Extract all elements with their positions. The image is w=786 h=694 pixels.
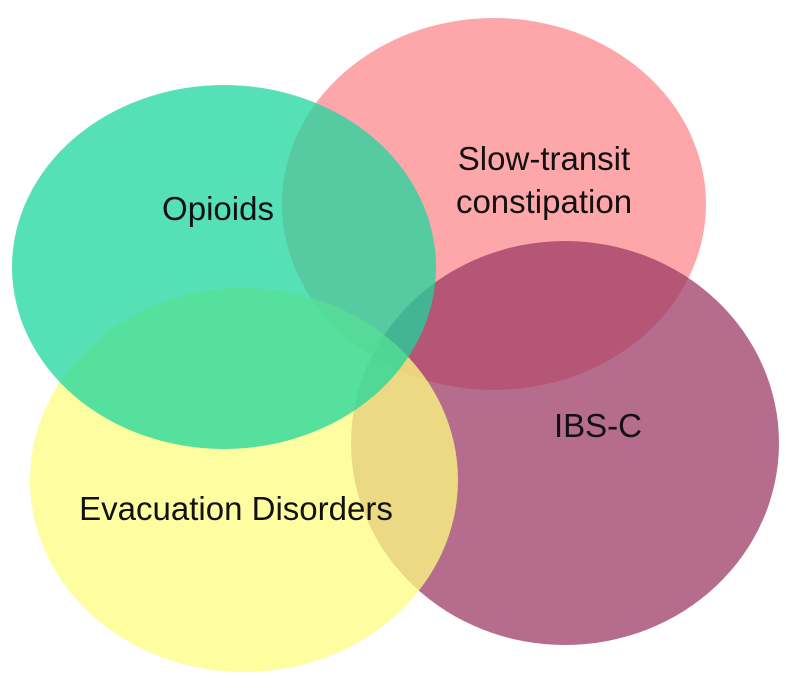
label-evacuation: Evacuation Disorders (79, 490, 393, 527)
label-ibs-c: IBS-C (554, 407, 642, 444)
label-opioids: Opioids (162, 190, 274, 227)
label-slow-transit-line1: Slow-transit (458, 140, 630, 177)
label-slow-transit-line2: constipation (456, 183, 632, 220)
circle-ibs-c (351, 241, 779, 645)
circle-opioids (12, 85, 436, 449)
